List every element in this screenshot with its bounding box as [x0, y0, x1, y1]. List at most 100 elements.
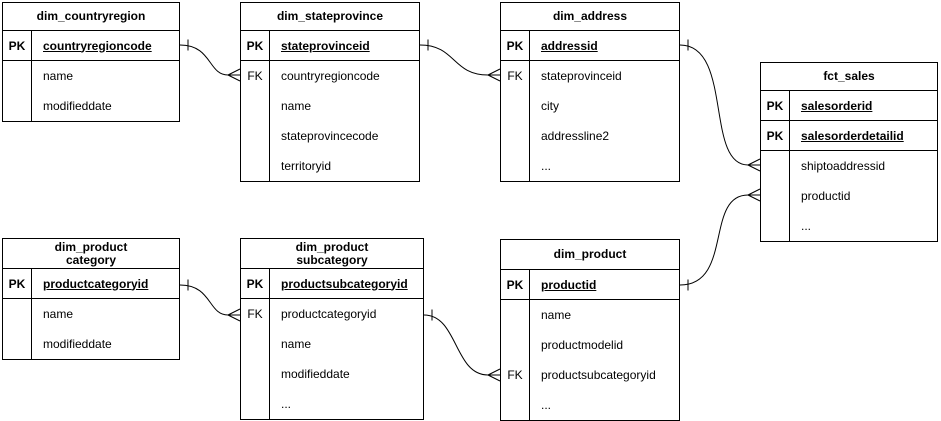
- crows-foot-marker: [487, 68, 501, 82]
- pk-row: PK productsubcategoryid: [241, 269, 423, 299]
- key-label: [241, 151, 270, 181]
- field-label: countryregioncode: [281, 69, 380, 83]
- key-label: [501, 151, 530, 181]
- field-row: FK productsubcategoryid: [501, 360, 679, 390]
- field-row: modifieddate: [3, 329, 179, 359]
- field-row: FK stateprovinceid: [501, 61, 679, 91]
- table-title: dim_countryregion: [3, 3, 179, 31]
- key-label: [3, 329, 32, 359]
- table-title: dim_product subcategory: [241, 239, 423, 269]
- pk-field: productsubcategoryid: [281, 276, 408, 291]
- field-label: shiptoaddressid: [801, 159, 886, 173]
- field-label: city: [541, 99, 559, 113]
- pk-label: PK: [3, 269, 32, 298]
- relationship-address-to-fctsales[interactable]: [679, 39, 761, 172]
- pk-field: countryregioncode: [43, 38, 152, 53]
- relationship-productsubcategory-to-product[interactable]: [423, 309, 501, 382]
- key-label: [501, 91, 530, 121]
- pk-row: PK productid: [501, 270, 679, 300]
- field-label: name: [281, 337, 312, 351]
- field-row: productid: [761, 181, 937, 211]
- table-dim_product[interactable]: dim_product PK productid name productmod…: [500, 239, 680, 421]
- pk-row: PK salesorderdetailid: [761, 121, 937, 151]
- pk-row: PK countryregioncode: [3, 31, 179, 61]
- relationship-stateprovince-to-address[interactable]: [419, 39, 501, 82]
- key-label: [3, 91, 32, 121]
- table-dim_countryregion[interactable]: dim_countryregion PK countryregioncode n…: [2, 2, 180, 122]
- field-row: modifieddate: [3, 91, 179, 121]
- pk-field: productcategoryid: [43, 276, 149, 291]
- pk-field: addressid: [541, 38, 598, 53]
- table-title: dim_product: [501, 240, 679, 270]
- pk-row: PK addressid: [501, 31, 679, 61]
- field-row: FK countryregioncode: [241, 61, 419, 91]
- key-label: [3, 61, 32, 91]
- crows-foot-marker: [487, 368, 501, 382]
- field-row: ...: [501, 151, 679, 181]
- field-row: name: [241, 329, 423, 359]
- crows-foot-marker: [747, 158, 761, 172]
- field-label: modifieddate: [43, 99, 112, 113]
- table-dim_productcategory[interactable]: dim_product category PK productcategoryi…: [2, 238, 180, 360]
- key-label: [501, 300, 530, 330]
- relationship-product-to-fctsales[interactable]: [679, 188, 761, 291]
- key-label: [501, 121, 530, 151]
- pk-row: PK stateprovinceid: [241, 31, 419, 61]
- field-row: ...: [761, 211, 937, 241]
- relationship-curve: [179, 284, 229, 316]
- table-dim_productsubcategory[interactable]: dim_product subcategory PK productsubcat…: [240, 238, 424, 420]
- pk-label: PK: [501, 270, 530, 299]
- table-title: dim_product category: [3, 239, 179, 269]
- field-label: addressline2: [541, 129, 610, 143]
- relationship-curve: [423, 314, 489, 376]
- field-row: name: [241, 91, 419, 121]
- field-row: shiptoaddressid: [761, 151, 937, 181]
- pk-label: PK: [501, 31, 530, 60]
- field-row: modifieddate: [241, 359, 423, 389]
- key-label: [241, 121, 270, 151]
- pk-label: PK: [761, 91, 790, 120]
- key-label: [761, 211, 790, 241]
- field-label: ...: [281, 397, 292, 411]
- field-row: addressline2: [501, 121, 679, 151]
- field-row: ...: [241, 389, 423, 419]
- relationship-curve: [179, 44, 229, 76]
- pk-field: salesorderdetailid: [801, 128, 904, 143]
- pk-field: productid: [541, 277, 597, 292]
- relationship-curve: [419, 44, 489, 76]
- key-label: [501, 390, 530, 420]
- fk-label: FK: [501, 61, 530, 91]
- key-label: [241, 329, 270, 359]
- field-label: name: [541, 308, 572, 322]
- pk-field: salesorderid: [801, 98, 873, 113]
- key-label: [241, 91, 270, 121]
- field-label: ...: [801, 219, 812, 233]
- relationship-curve: [679, 44, 749, 166]
- field-label: name: [43, 307, 74, 321]
- field-label: name: [43, 69, 74, 83]
- field-label: productcategoryid: [281, 307, 377, 321]
- pk-label: PK: [761, 121, 790, 150]
- field-row: ...: [501, 390, 679, 420]
- pk-label: PK: [3, 31, 32, 60]
- table-fct_sales[interactable]: fct_sales PK salesorderid PK salesorderd…: [760, 62, 938, 242]
- table-title: dim_stateprovince: [241, 3, 419, 31]
- field-row: name: [3, 299, 179, 329]
- relationship-countryregion-to-stateprovince[interactable]: [179, 39, 241, 82]
- table-dim_stateprovince[interactable]: dim_stateprovince PK stateprovinceid FK …: [240, 2, 420, 182]
- field-row: FK productcategoryid: [241, 299, 423, 329]
- field-row: name: [3, 61, 179, 91]
- table-dim_address[interactable]: dim_address PK addressid FK stateprovinc…: [500, 2, 680, 182]
- field-label: territoryid: [281, 159, 332, 173]
- field-row: stateprovincecode: [241, 121, 419, 151]
- fk-label: FK: [241, 299, 270, 329]
- pk-label: PK: [241, 31, 270, 60]
- field-label: productmodelid: [541, 338, 624, 352]
- pk-row: PK salesorderid: [761, 91, 937, 121]
- field-label: modifieddate: [281, 367, 350, 381]
- field-label: ...: [541, 159, 552, 173]
- crows-foot-marker: [227, 308, 241, 322]
- relationship-productcategory-to-productsubcategory[interactable]: [179, 279, 241, 322]
